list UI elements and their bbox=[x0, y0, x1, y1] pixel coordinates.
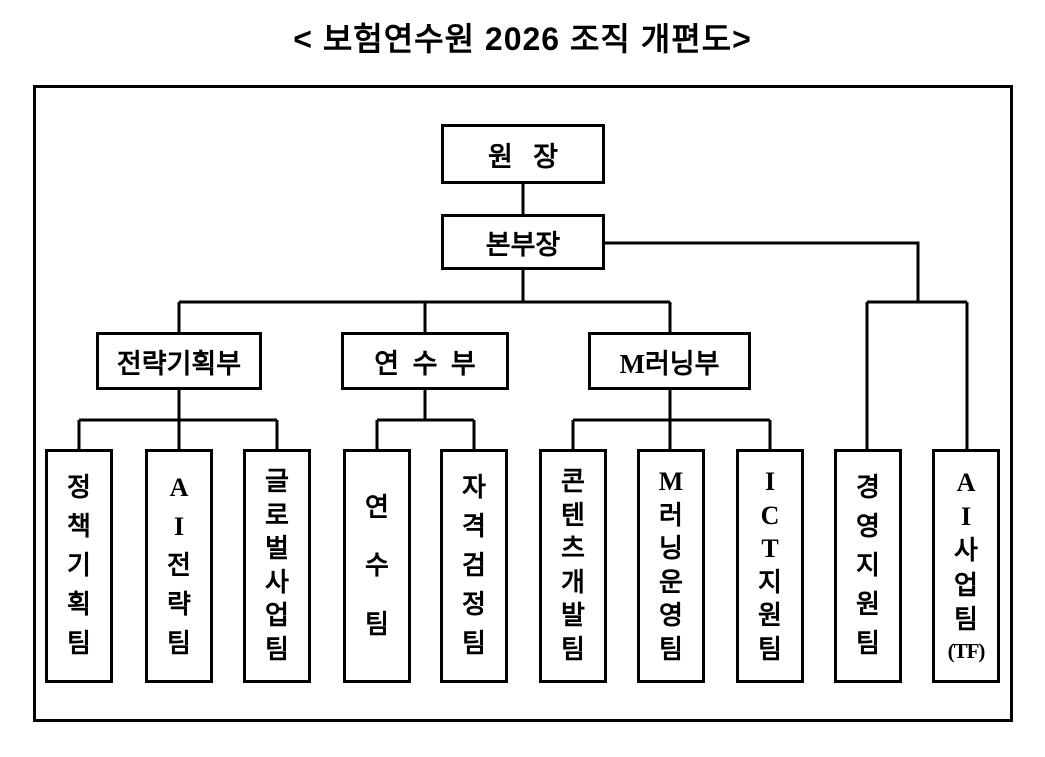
dept-box-strategic-planning: 전략기획부 bbox=[96, 332, 262, 390]
chart-title: < 보험연수원 2026 조직 개편도> bbox=[293, 21, 752, 57]
org-box-division-head: 본부장 bbox=[441, 214, 605, 270]
chart-frame bbox=[33, 85, 1013, 722]
dept-box-m-learning: M러닝부 bbox=[588, 332, 751, 390]
dept-box-training: 연 수 부 bbox=[341, 332, 509, 390]
org-box-president: 원 장 bbox=[441, 124, 605, 184]
connector-path bbox=[77, 184, 969, 449]
